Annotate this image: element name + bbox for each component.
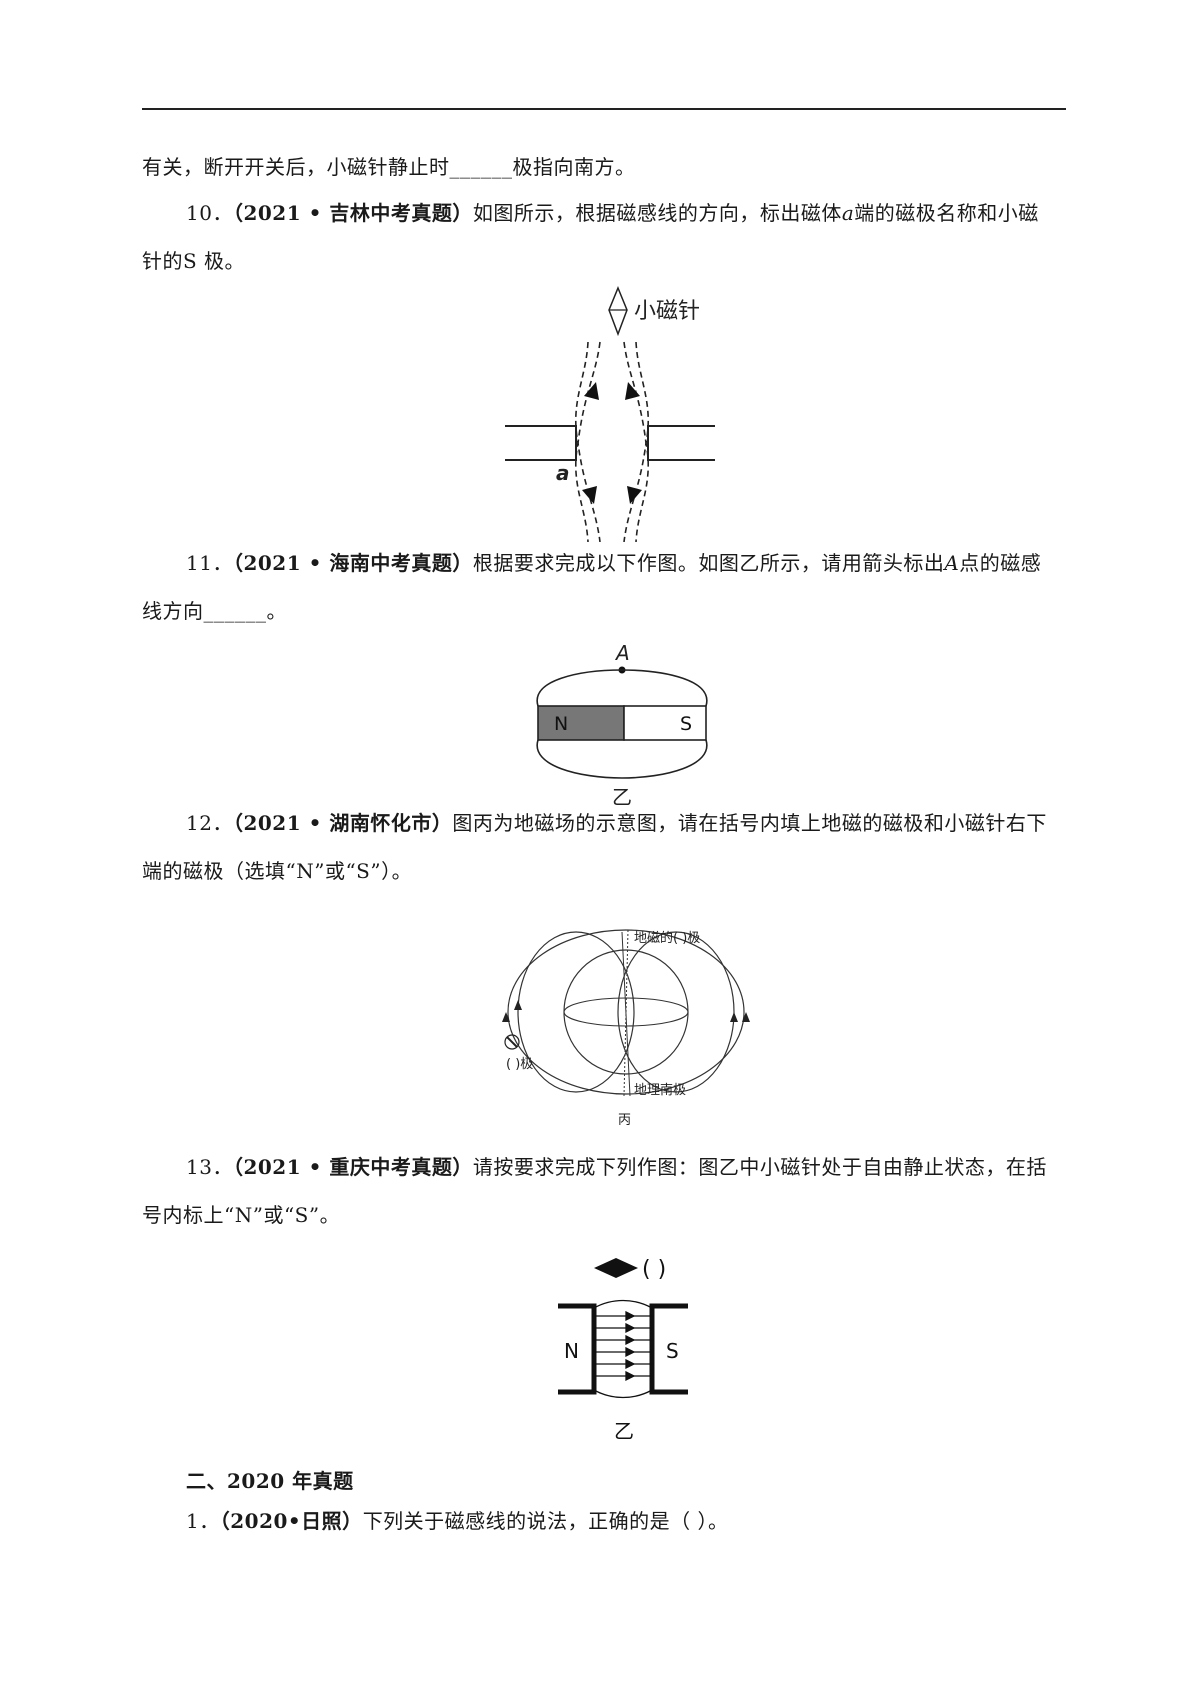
question-text-end: 点的磁感 <box>959 551 1042 575</box>
end-a-label: a <box>556 461 570 485</box>
left-pole-piece <box>558 1303 597 1395</box>
question-text: 下列关于磁感线的说法，正确的是（ ）。 <box>362 1509 729 1533</box>
question-text: 请按要求完成下列作图：图乙中小磁针处于自由静止状态，在括 <box>472 1155 1047 1179</box>
point-a-label: A <box>614 641 630 665</box>
bar-magnet-n <box>537 705 625 741</box>
figure-caption: 丙 <box>618 1113 631 1128</box>
field-line <box>635 341 650 542</box>
italic-label: a <box>841 201 855 225</box>
question-source: （2021 • 重庆中考真题） <box>232 1155 473 1179</box>
s-pole-label: S <box>666 1339 679 1363</box>
arrow-icon <box>502 1012 510 1022</box>
field-line <box>577 341 601 542</box>
arrow-icon <box>514 1000 522 1010</box>
q12-line1: 12．（2021 • 湖南怀化市）图丙为地磁场的示意图，请在括号内填上地磁的磁极… <box>186 808 1047 838</box>
header-rule <box>142 108 1066 110</box>
field-line <box>574 341 589 542</box>
field-line-bottom <box>536 739 708 779</box>
question-number: 12． <box>186 811 233 835</box>
top-pole-label: 地磁的( )极 <box>634 930 700 946</box>
field-lines <box>593 1299 653 1399</box>
question-number: 1． <box>186 1509 220 1533</box>
question-source: （2020•日照） <box>219 1509 363 1533</box>
q13-line2: 号内标上“N”或“S”。 <box>142 1203 341 1227</box>
q13-figure: ( ) N S 乙 <box>558 1257 688 1443</box>
question-text: 图丙为地磁场的示意图，请在括号内填上地磁的磁极和小磁针右下 <box>452 811 1047 835</box>
arrow-icon <box>627 486 642 504</box>
arrow-icon <box>584 382 599 400</box>
q10-figure: 小磁针 a <box>505 286 715 542</box>
question-number: 13． <box>186 1155 233 1179</box>
field-line-top <box>536 669 708 707</box>
section-heading: 二、2020 年真题 <box>186 1469 354 1493</box>
small-compass-icon <box>504 1034 520 1050</box>
arrow-icon <box>582 486 597 504</box>
compass-pole-label: ( )极 <box>506 1057 533 1072</box>
field-loop <box>507 929 745 1095</box>
needle-label: 小磁针 <box>634 299 700 324</box>
italic-label: A <box>944 551 960 575</box>
question-number: 11． <box>186 551 233 575</box>
q10-line1: 10．（2021 • 吉林中考真题）如图所示，根据磁感线的方向，标出磁体a端的磁… <box>186 198 1039 228</box>
left-magnet <box>505 425 577 461</box>
figure-caption: 乙 <box>612 785 632 808</box>
question-text-end: 端的磁极名称和小磁 <box>854 201 1039 225</box>
q11-figure: A N S 乙 <box>536 641 708 808</box>
right-pole-piece <box>649 1303 688 1395</box>
question-text: 根据要求完成以下作图。如图乙所示，请用箭头标出 <box>472 551 945 575</box>
question-source: （2021 • 湖南怀化市） <box>232 811 453 835</box>
q12-figure: 地磁的( )极 ( )极 地理南极 丙 <box>502 929 750 1128</box>
arrow-icon <box>625 382 640 400</box>
right-magnet <box>647 425 715 461</box>
q12-line2: 端的磁极（选填“N”或“S”）。 <box>142 859 413 883</box>
q10-line2: 针的S 极。 <box>142 249 246 273</box>
n-pole-label: N <box>554 713 568 735</box>
bracket-label: ( ) <box>642 1257 666 1282</box>
q2020-1-line: 1．（2020•日照）下列关于磁感线的说法，正确的是（ ）。 <box>186 1506 729 1536</box>
magnetic-axis <box>621 931 631 1097</box>
q11-line1: 11．（2021 • 海南中考真题）根据要求完成以下作图。如图乙所示，请用箭头标… <box>186 548 1041 578</box>
field-loop <box>517 931 635 1093</box>
n-pole-label: N <box>564 1339 579 1363</box>
q11-line2: 线方向______。 <box>142 599 287 623</box>
s-pole-label: S <box>680 713 692 735</box>
bottom-pole-label: 地理南极 <box>634 1082 686 1098</box>
question-text: 如图所示，根据磁感线的方向，标出磁体 <box>472 201 842 225</box>
arrow-icon <box>742 1012 750 1022</box>
figure-caption: 乙 <box>614 1419 634 1443</box>
arrow-icon <box>730 1012 738 1022</box>
question-source: （2021 • 吉林中考真题） <box>232 201 473 225</box>
question-source: （2021 • 海南中考真题） <box>232 551 473 575</box>
compass-needle-icon <box>594 1258 638 1278</box>
field-loop <box>617 931 735 1093</box>
compass-needle-icon <box>608 286 628 337</box>
bar-magnet-s <box>623 705 707 741</box>
q13-line1: 13．（2021 • 重庆中考真题）请按要求完成下列作图：图乙中小磁针处于自由静… <box>186 1152 1047 1182</box>
q9-continuation: 有关，断开开关后，小磁针静止时______极指向南方。 <box>142 155 636 179</box>
field-line <box>623 341 647 542</box>
question-number: 10． <box>186 201 233 225</box>
